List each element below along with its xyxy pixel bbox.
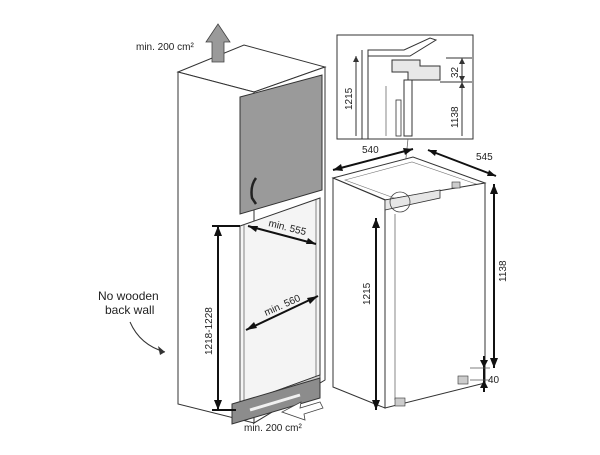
upper-depth-line — [247, 225, 317, 245]
hinge-highlight — [389, 191, 411, 213]
width-line — [332, 148, 414, 171]
appliance-front — [384, 182, 486, 409]
detail-1138-label: 1138 — [450, 106, 461, 128]
depth-line — [427, 149, 497, 177]
appliance-side — [332, 177, 386, 409]
height-label: 1215 — [362, 282, 373, 305]
detail-32-label: 32 — [450, 66, 461, 78]
cabinet: min. 200 cm² min. 200 cm² No wooden back… — [98, 23, 327, 434]
bottom-vent-label: min. 200 cm² — [244, 423, 302, 434]
hinge-detail-inset: 1215 32 1138 — [336, 34, 474, 196]
detail-1215-label: 1215 — [344, 87, 355, 110]
upper-cabinet-door — [239, 74, 323, 215]
bottom-vent-arrow — [280, 401, 324, 421]
niche-height-label: 1218-1228 — [204, 307, 215, 355]
top-vent-arrow — [205, 23, 231, 63]
hinge-height-label: 1138 — [498, 260, 509, 282]
width-label: 540 — [362, 145, 379, 156]
lower-depth-line — [245, 295, 319, 331]
top-vent-label: min. 200 cm² — [136, 42, 194, 53]
door-handle — [250, 177, 258, 205]
no-back-wall-label-line2: back wall — [105, 303, 154, 317]
appliance: 540 545 1215 1138 40 — [331, 145, 509, 410]
depth-label: 545 — [476, 152, 493, 163]
foot-height-label: 40 — [488, 375, 500, 386]
no-back-wall-label-line1: No wooden — [98, 289, 159, 303]
